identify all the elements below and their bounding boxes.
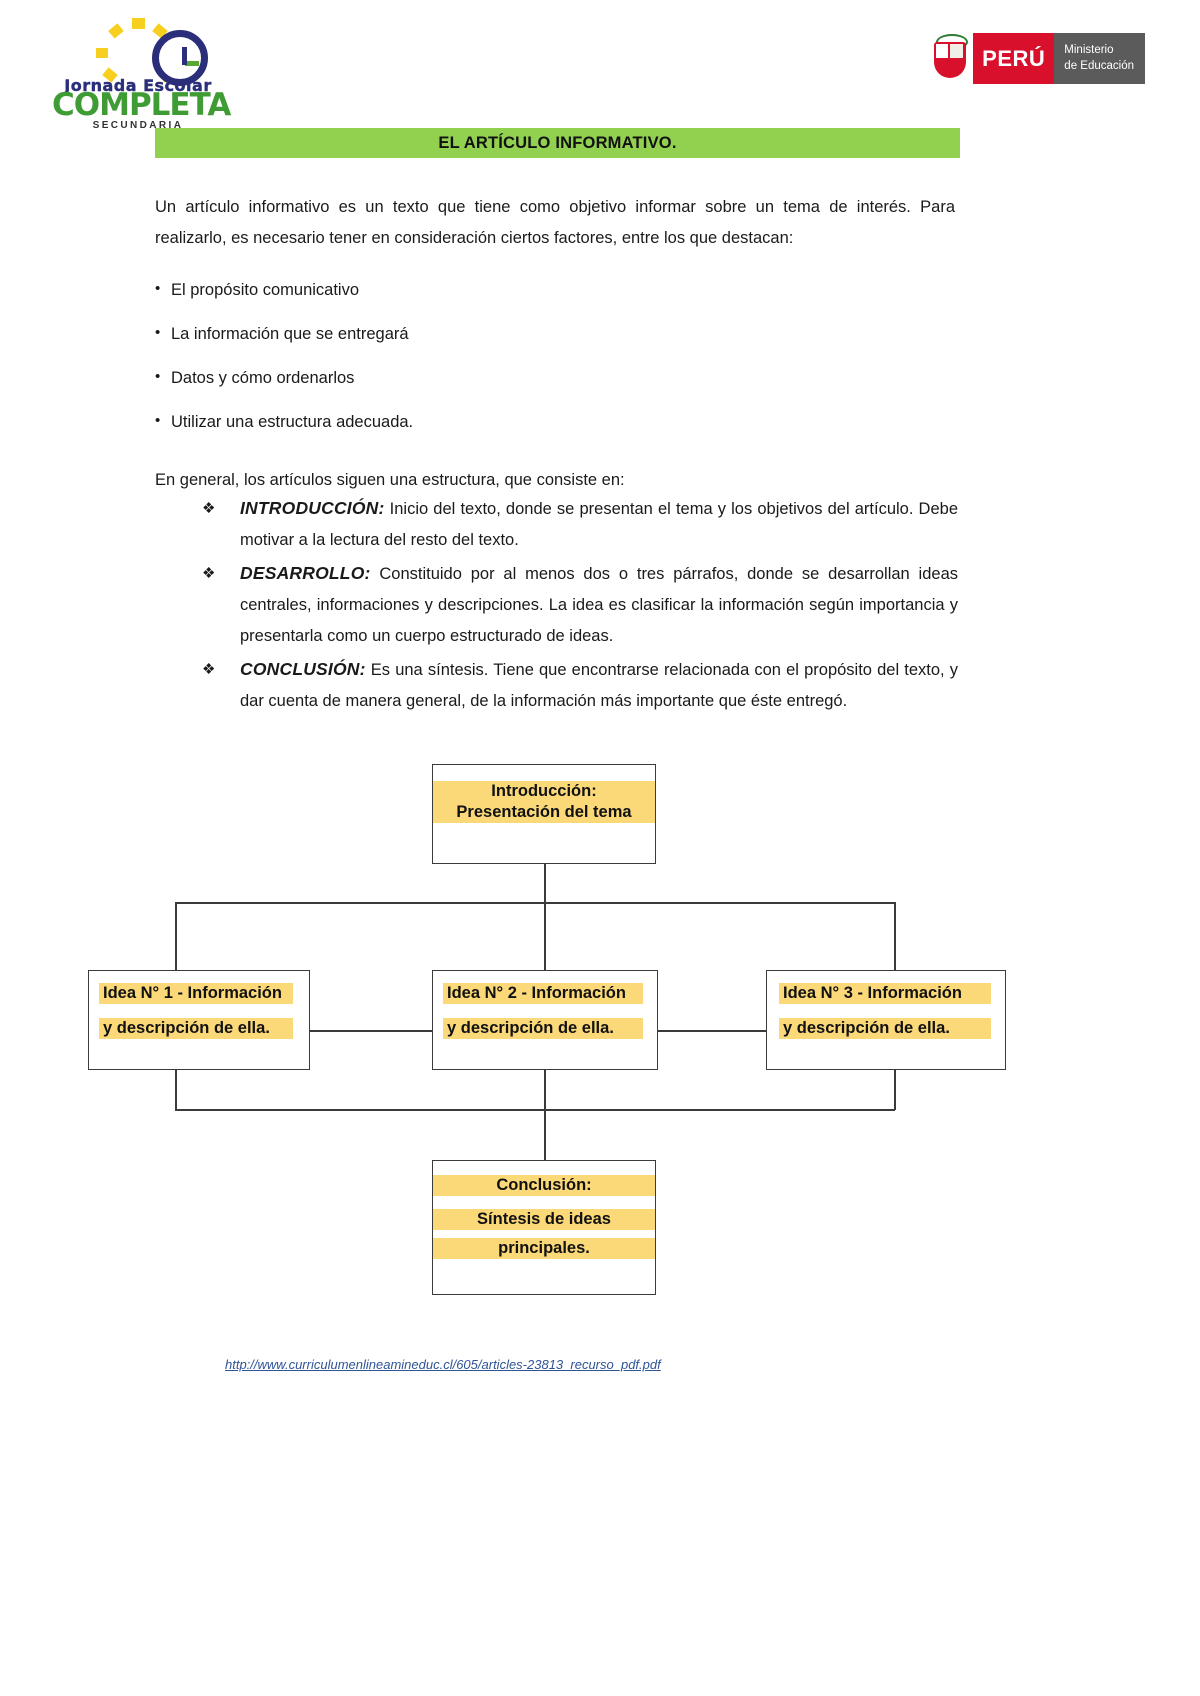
ministry-line2: de Educación bbox=[1064, 59, 1134, 72]
connector-bus-to-idea3 bbox=[894, 902, 896, 970]
conclusion-line3: principales. bbox=[433, 1238, 655, 1259]
list-item: ❖ INTRODUCCIÓN: Inicio del texto, donde … bbox=[196, 493, 958, 556]
term-introduccion: INTRODUCCIÓN: bbox=[240, 498, 385, 518]
peru-label: PERÚ bbox=[973, 33, 1055, 84]
diamond-bullet-icon: ❖ bbox=[202, 661, 216, 678]
definition-desarrollo: Constituido por al menos dos o tres párr… bbox=[240, 565, 958, 645]
definition-introduccion: Inicio del texto, donde se presentan el … bbox=[240, 500, 958, 549]
flowchart-node-conclusion: Conclusión: Síntesis de ideas principale… bbox=[432, 1160, 656, 1295]
list-item: La información que se entregará bbox=[155, 320, 855, 347]
clock-icon bbox=[152, 30, 208, 86]
flowchart-node-idea-3: Idea N° 3 - Información y descripción de… bbox=[766, 970, 1006, 1070]
connector-horizontal-bus-top bbox=[175, 902, 895, 904]
connector-horizontal-bus-bottom bbox=[175, 1109, 895, 1111]
term-conclusion: CONCLUSIÓN: bbox=[240, 659, 366, 679]
flowchart-node-introduccion: Introducción: Presentación del tema bbox=[432, 764, 656, 864]
page-title: EL ARTÍCULO INFORMATIVO. bbox=[155, 128, 960, 158]
page-title-text: EL ARTÍCULO INFORMATIVO. bbox=[438, 133, 677, 152]
connector-idea3-down bbox=[894, 1070, 896, 1110]
connector-bus-to-idea1 bbox=[175, 902, 177, 970]
article-structure-flowchart: Introducción: Presentación del tema Idea… bbox=[0, 730, 1200, 1330]
list-item: Datos y cómo ordenarlos bbox=[155, 364, 855, 391]
idea1-line2: y descripción de ella. bbox=[99, 1018, 293, 1039]
term-desarrollo: DESARROLLO: bbox=[240, 563, 371, 583]
connector-idea2-down bbox=[544, 1070, 546, 1110]
connector-intro-down bbox=[544, 863, 546, 902]
connector-idea2-to-idea3 bbox=[657, 1030, 767, 1032]
intro-node-line1: Introducción: bbox=[433, 781, 655, 802]
flowchart-node-idea-2: Idea N° 2 - Información y descripción de… bbox=[432, 970, 658, 1070]
jec-logo-line3: SECUNDARIA bbox=[92, 120, 184, 131]
idea2-line2: y descripción de ella. bbox=[443, 1018, 643, 1039]
jornada-escolar-completa-logo: Jornada Escolar COMPLETA SECUNDARIA bbox=[48, 16, 231, 131]
idea1-line1: Idea N° 1 - Información bbox=[99, 983, 293, 1004]
list-item: Utilizar una estructura adecuada. bbox=[155, 408, 855, 435]
source-url-link[interactable]: http://www.curriculumenlineamineduc.cl/6… bbox=[225, 1357, 661, 1372]
ministry-label: Ministerio de Educación bbox=[1054, 33, 1145, 84]
list-item: ❖ DESARROLLO: Constituido por al menos d… bbox=[196, 558, 958, 652]
factor-bullet-list: El propósito comunicativo La información… bbox=[155, 276, 855, 453]
diamond-bullet-icon: ❖ bbox=[202, 500, 216, 517]
ministry-line1: Ministerio bbox=[1064, 43, 1114, 56]
connector-bus-to-idea2 bbox=[544, 902, 546, 970]
definition-conclusion: Es una síntesis. Tiene que encontrarse r… bbox=[240, 661, 958, 710]
sun-icon bbox=[90, 18, 208, 90]
peru-coat-of-arms-icon bbox=[930, 33, 970, 84]
intro-paragraph: Un artículo informativo es un texto que … bbox=[155, 197, 955, 247]
idea3-line2: y descripción de ella. bbox=[779, 1018, 991, 1039]
conclusion-line2: Síntesis de ideas bbox=[433, 1209, 655, 1230]
list-item: ❖ CONCLUSIÓN: Es una síntesis. Tiene que… bbox=[196, 654, 958, 717]
idea3-line1: Idea N° 3 - Información bbox=[779, 983, 991, 1004]
structure-list: ❖ INTRODUCCIÓN: Inicio del texto, donde … bbox=[196, 493, 958, 719]
intro-node-line2: Presentación del tema bbox=[433, 802, 655, 823]
connector-idea1-down bbox=[175, 1070, 177, 1110]
connector-idea1-to-idea2 bbox=[310, 1030, 432, 1032]
jec-logo-line2: COMPLETA bbox=[52, 87, 231, 123]
list-item: El propósito comunicativo bbox=[155, 276, 855, 303]
connector-bus-to-conclusion bbox=[544, 1109, 546, 1161]
conclusion-line1: Conclusión: bbox=[433, 1175, 655, 1196]
idea2-line1: Idea N° 2 - Información bbox=[443, 983, 643, 1004]
diamond-bullet-icon: ❖ bbox=[202, 565, 216, 582]
minedu-logo: PERÚ Ministerio de Educación bbox=[930, 33, 1145, 84]
flowchart-node-idea-1: Idea N° 1 - Información y descripción de… bbox=[88, 970, 310, 1070]
structure-lead-paragraph: En general, los artículos siguen una est… bbox=[155, 470, 625, 489]
jec-logo-line1: Jornada Escolar bbox=[64, 76, 212, 95]
